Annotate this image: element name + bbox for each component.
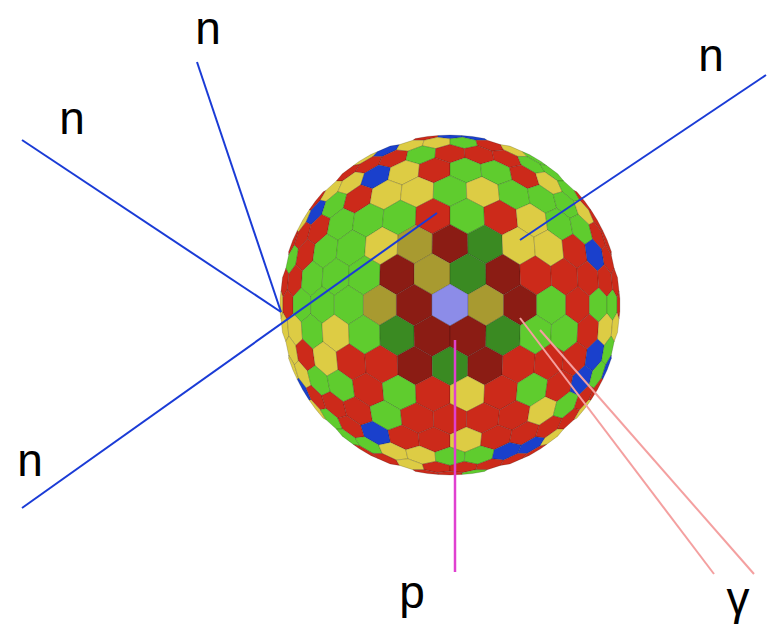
detector-crystal: [540, 429, 564, 446]
detector-crystal: [353, 444, 377, 458]
detector-crystal: [413, 470, 439, 475]
particle-label: γ: [727, 575, 750, 621]
particle-label: n: [59, 95, 85, 141]
particle-label: p: [399, 569, 425, 615]
neutron-track: [22, 213, 437, 508]
detector-crystal: [501, 453, 528, 465]
particle-label: n: [17, 437, 43, 483]
detector-crystal: [522, 444, 546, 458]
particle-tracks: [22, 62, 766, 574]
particle-label: n: [195, 5, 221, 51]
detector-crystal: [373, 453, 400, 465]
detector-crystal: [611, 312, 619, 341]
detector-crystal: [396, 459, 424, 470]
detector-crystal: [462, 470, 488, 475]
detector-crystal: [476, 459, 504, 470]
proton-track: [454, 340, 457, 572]
detector-ball: [280, 135, 620, 475]
gamma-track: [540, 330, 754, 574]
detector-crystal: [602, 355, 612, 380]
neutron-track: [520, 75, 766, 240]
detector-crystal: [437, 471, 462, 475]
neutron-track: [22, 140, 281, 312]
gamma-track: [520, 318, 714, 574]
particle-label: n: [698, 32, 724, 78]
neutron-track: [197, 62, 281, 312]
